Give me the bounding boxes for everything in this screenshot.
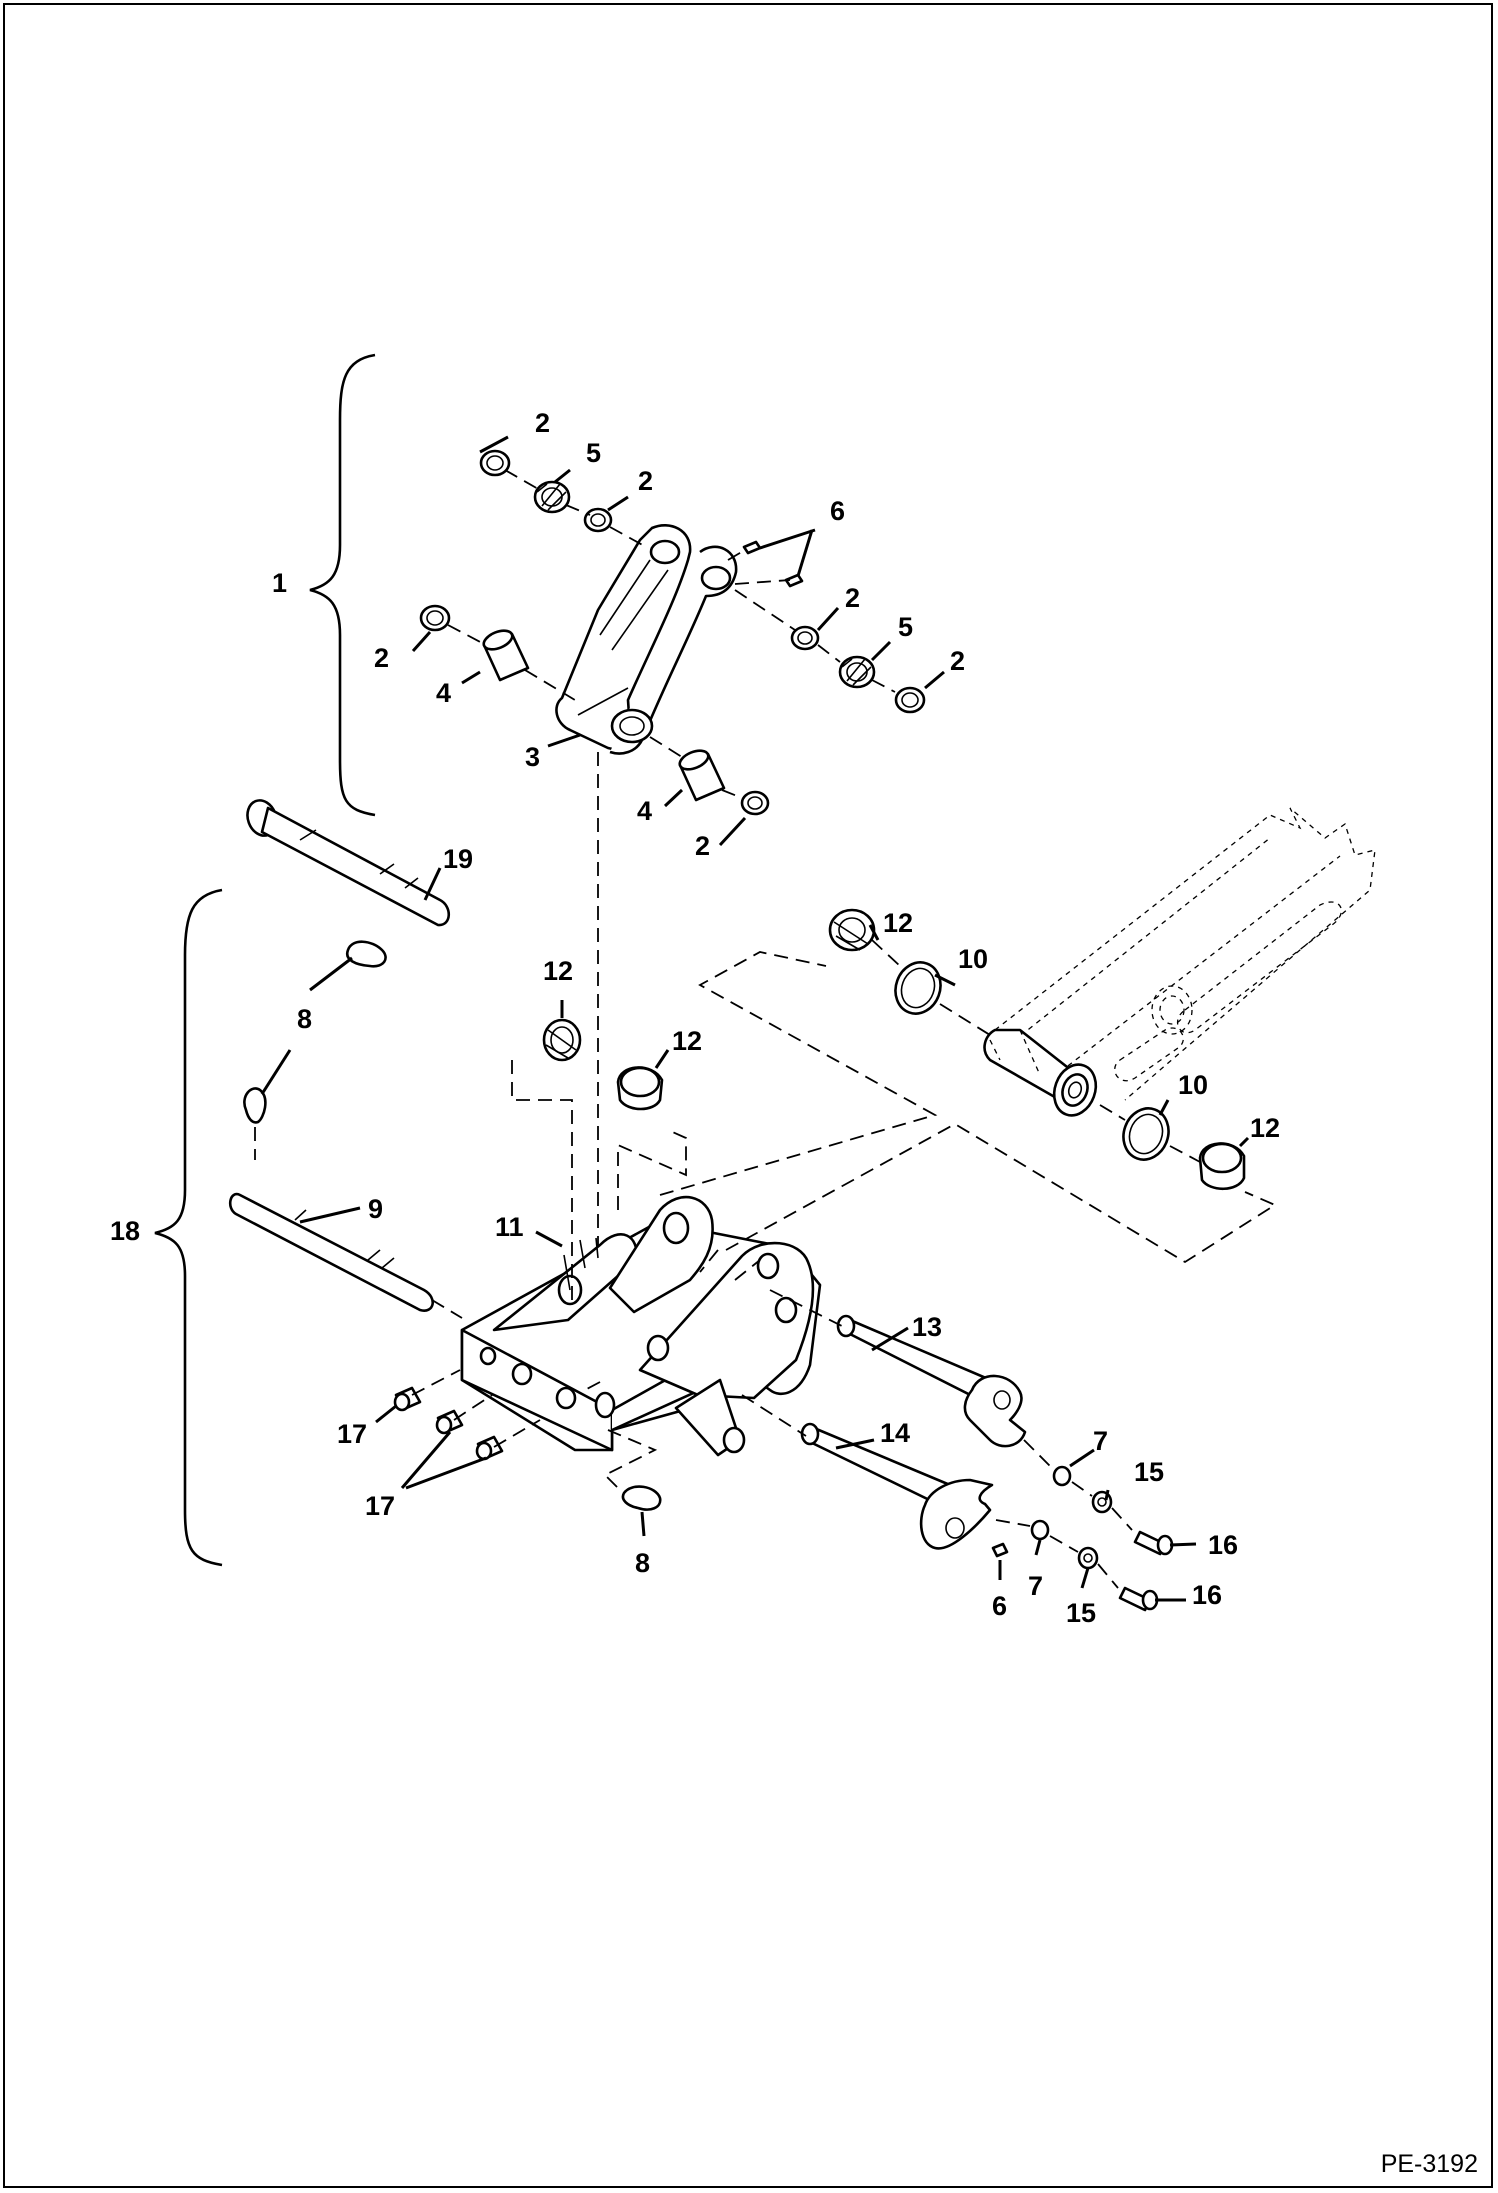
callout-2-d: 2 xyxy=(695,831,710,861)
bushing-5-right xyxy=(838,655,876,689)
ring-right-1 xyxy=(790,625,820,651)
callout-3: 3 xyxy=(525,742,540,772)
pin-13 xyxy=(836,1314,1027,1448)
callout-18: 18 xyxy=(110,1216,140,1246)
grease-fittings-6-top xyxy=(742,540,804,588)
callout-6-b: 6 xyxy=(992,1591,1007,1621)
bushing-4-lower xyxy=(678,749,726,802)
spacer-7-a xyxy=(1052,1465,1072,1487)
bushing-12-b xyxy=(616,1066,664,1111)
callout-16-b: 16 xyxy=(1192,1580,1222,1610)
callout-6-a: 6 xyxy=(830,496,845,526)
seal-ring-10-a xyxy=(894,961,942,1015)
callout-12-d: 12 xyxy=(1250,1113,1280,1143)
linch-pin-8-upper xyxy=(345,940,387,968)
callout-11: 11 xyxy=(495,1212,524,1242)
callout-17-b: 17 xyxy=(365,1491,395,1521)
callout-4-b: 4 xyxy=(637,796,652,826)
callout-5-b: 5 xyxy=(898,612,913,642)
callout-12-a: 12 xyxy=(543,956,573,986)
callout-2-f: 2 xyxy=(950,646,965,676)
callout-1: 1 xyxy=(272,568,287,598)
plug-17-c xyxy=(475,1435,504,1461)
bushing-12-c xyxy=(828,908,876,952)
callout-5-a: 5 xyxy=(586,438,601,468)
callout-8-b: 8 xyxy=(635,1548,650,1578)
washer-15-b xyxy=(1077,1546,1099,1570)
plug-17-a xyxy=(393,1386,422,1412)
ring-right-2 xyxy=(894,686,926,714)
callout-2-e: 2 xyxy=(845,583,860,613)
callout-19: 19 xyxy=(443,844,473,874)
callout-4-a: 4 xyxy=(436,678,451,708)
callout-7-b: 7 xyxy=(1028,1571,1043,1601)
callout-17-a: 17 xyxy=(337,1419,367,1449)
ring-mid-left xyxy=(419,604,451,632)
ring-top-left-2 xyxy=(583,507,613,533)
pin-19 xyxy=(246,799,451,927)
drawing-number: PE-3192 xyxy=(1380,2150,1478,2178)
callout-2-a: 2 xyxy=(535,408,550,438)
bushing-12-a xyxy=(542,1018,582,1062)
callout-7-a: 7 xyxy=(1093,1426,1108,1456)
callout-16-a: 16 xyxy=(1208,1530,1238,1560)
linch-pin-8-left xyxy=(243,1087,267,1124)
plug-17-b xyxy=(435,1409,464,1435)
callout-9: 9 xyxy=(368,1194,383,1224)
link-arm-part-3 xyxy=(555,523,738,755)
callout-13: 13 xyxy=(912,1312,942,1342)
coupler-frame-11 xyxy=(460,1195,822,1457)
ring-lower-right xyxy=(740,790,770,816)
assembly-brace-18 xyxy=(154,888,223,1567)
callout-15-b: 15 xyxy=(1066,1598,1096,1628)
bushing-4-upper xyxy=(482,629,530,682)
linch-pin-8-lower xyxy=(621,1485,662,1511)
callout-12-c: 12 xyxy=(883,908,913,938)
ring-top-left xyxy=(479,449,511,477)
bolt-16-b xyxy=(1118,1586,1159,1612)
bushing-5-left xyxy=(533,480,571,514)
assembly-brace-1 xyxy=(309,353,376,817)
callout-12-b: 12 xyxy=(672,1026,702,1056)
bolt-16-a xyxy=(1133,1530,1174,1556)
arm-phantom xyxy=(983,807,1376,1117)
callout-10-a: 10 xyxy=(958,944,988,974)
pin-9 xyxy=(228,1192,434,1312)
bushing-12-d xyxy=(1198,1142,1246,1191)
callout-15-a: 15 xyxy=(1134,1457,1164,1487)
callout-14: 14 xyxy=(880,1418,910,1448)
page-border xyxy=(3,3,1493,2188)
grease-fitting-6-bottom xyxy=(991,1542,1009,1558)
spacer-7-b xyxy=(1030,1519,1050,1541)
callout-10-b: 10 xyxy=(1178,1070,1208,1100)
seal-ring-10-b xyxy=(1122,1107,1170,1161)
callout-2-c: 2 xyxy=(374,643,389,673)
callout-8-a: 8 xyxy=(297,1004,312,1034)
callout-2-b: 2 xyxy=(638,466,653,496)
